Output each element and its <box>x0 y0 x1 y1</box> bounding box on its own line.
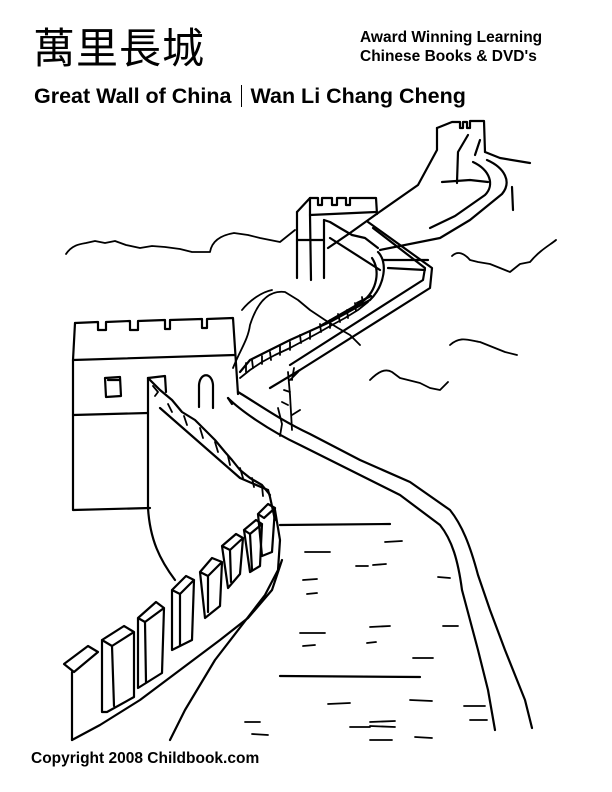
copyright-footer: Copyright 2008 Childbook.com <box>31 750 260 767</box>
middle-tower <box>295 196 382 282</box>
near-crenellations <box>62 502 284 742</box>
treeline <box>65 229 557 391</box>
chinese-title: 萬里長城 <box>33 24 206 73</box>
tagline-line-2: Chinese Books & DVD's <box>360 48 537 65</box>
left-tower <box>71 316 240 512</box>
subtitle: Great Wall of China Wan Li Chang Cheng <box>34 82 466 110</box>
title-separator <box>240 85 242 107</box>
middle-wall <box>238 220 434 390</box>
near-walkway <box>226 390 534 741</box>
english-title: Great Wall of China <box>34 84 232 108</box>
tree-branches <box>277 367 301 437</box>
pinyin-title: Wan Li Chang Cheng <box>250 84 466 108</box>
tagline: Award Winning Learning Chinese Books & D… <box>360 28 542 66</box>
distant-tower <box>326 119 532 252</box>
near-wall-left-parapet <box>146 376 277 582</box>
tagline-line-1: Award Winning Learning <box>360 29 543 46</box>
